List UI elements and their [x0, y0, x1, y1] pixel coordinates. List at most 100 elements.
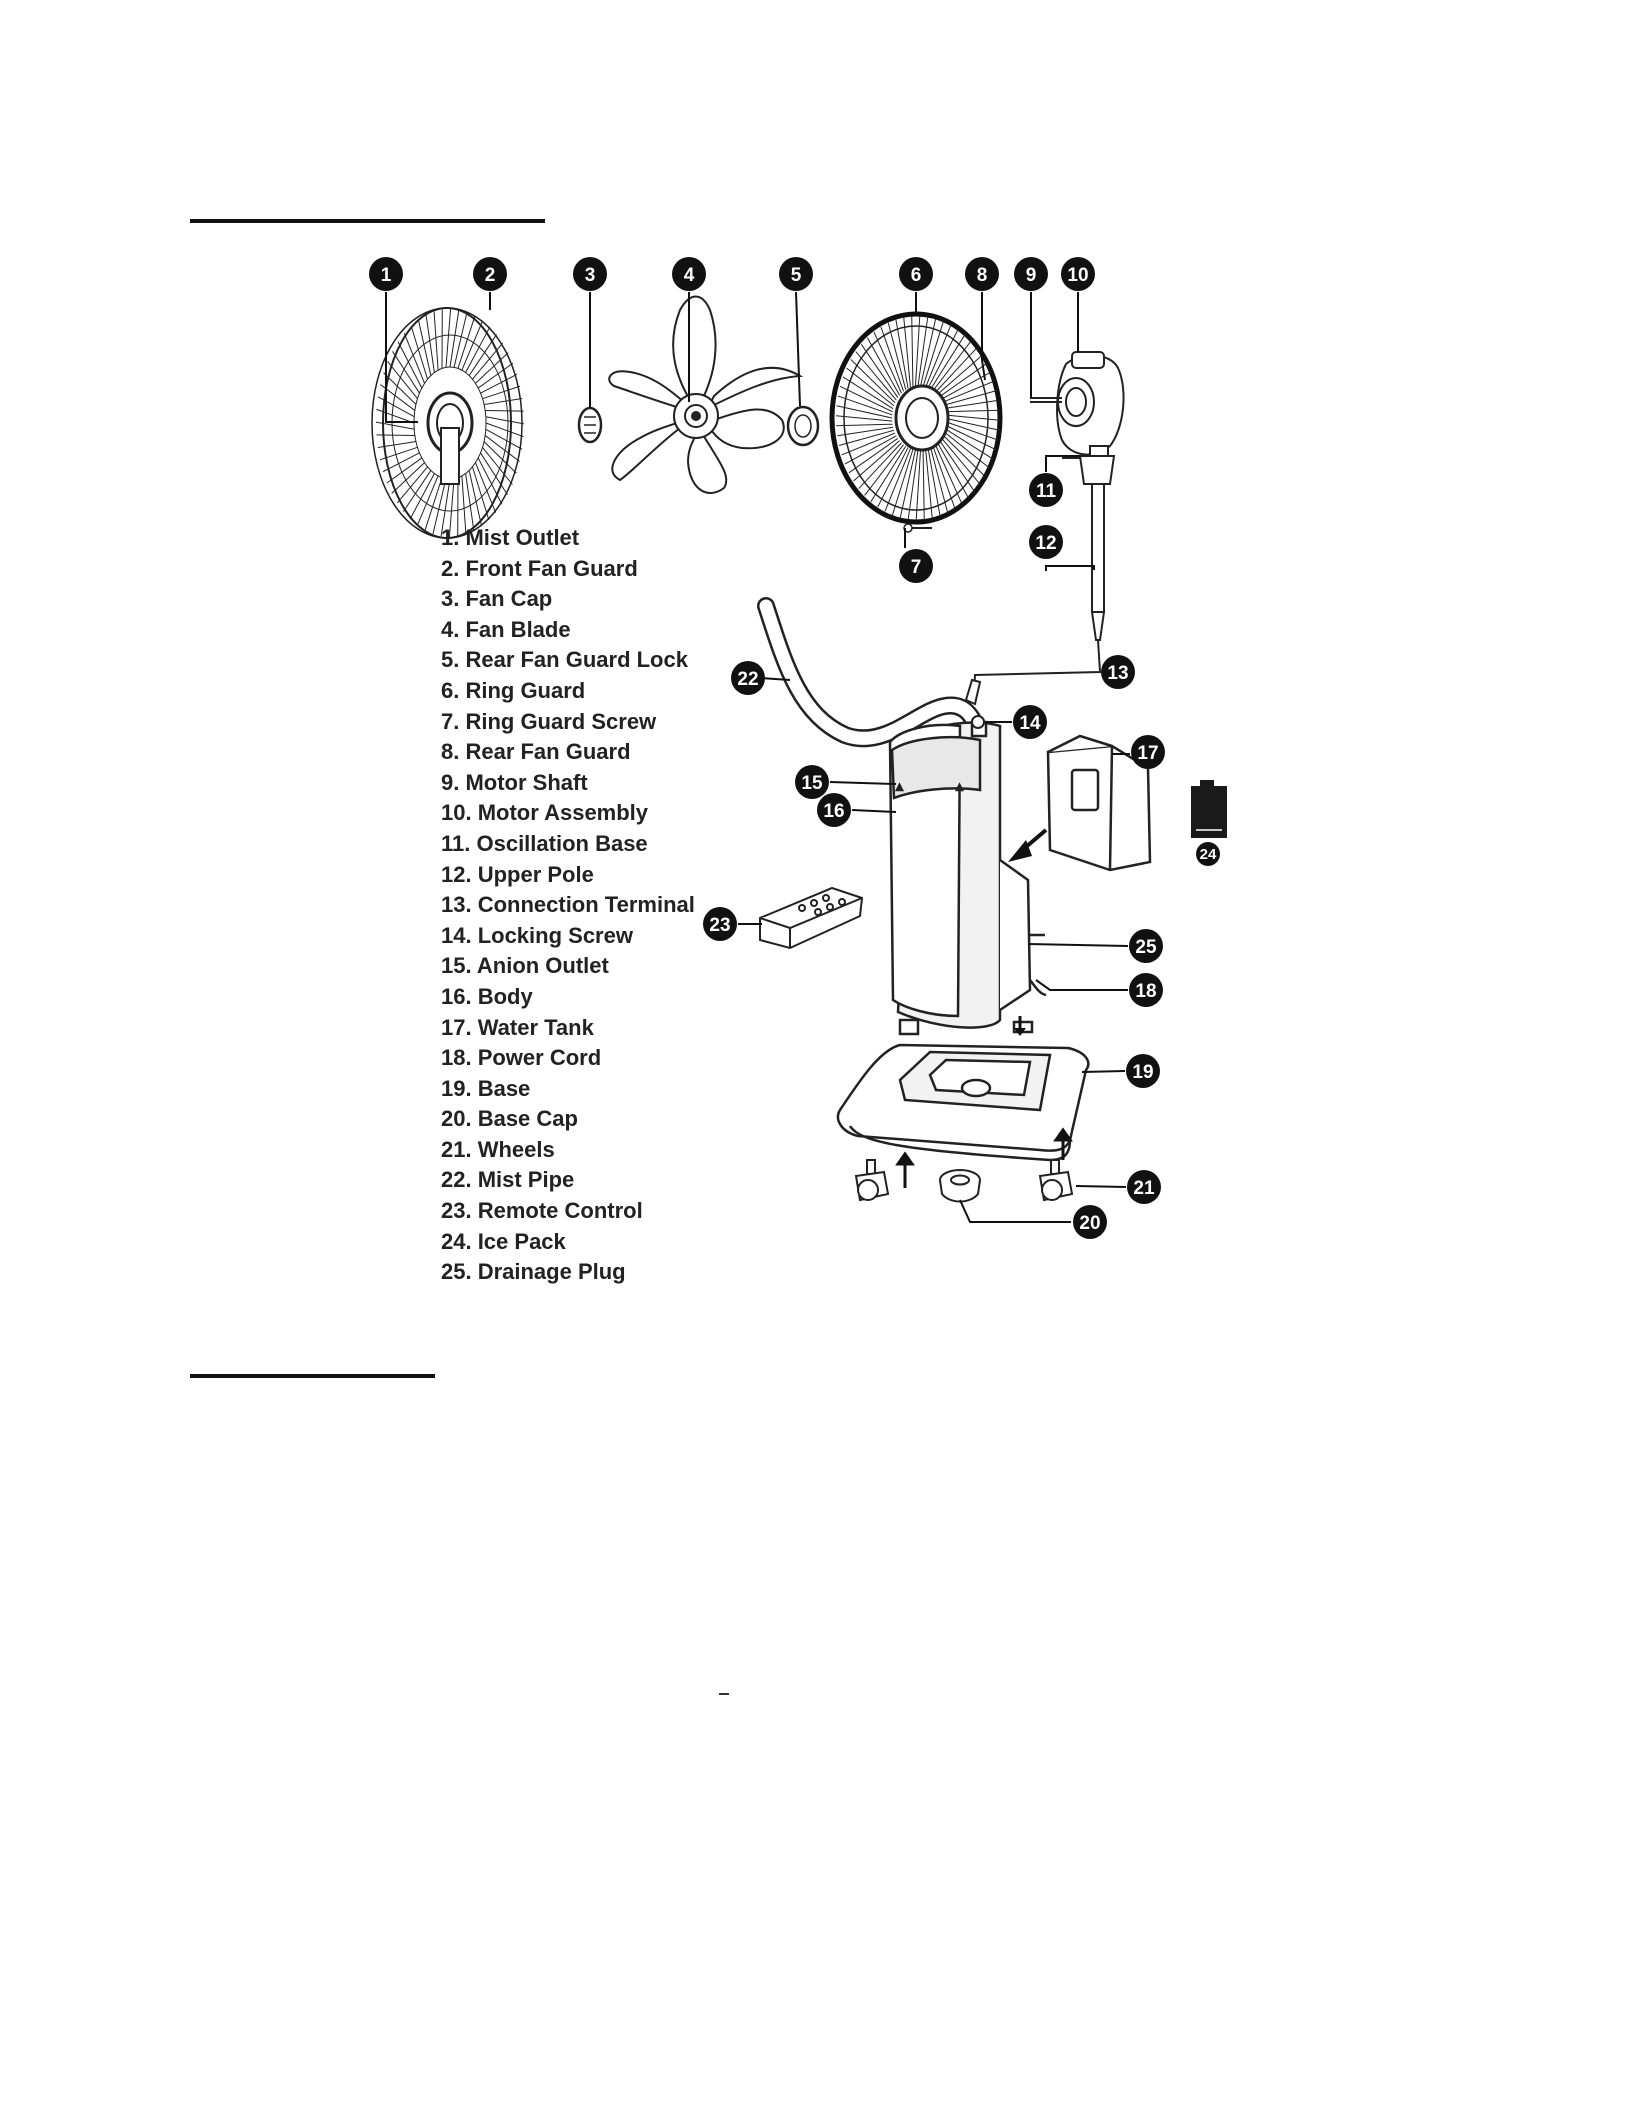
guard-spoke [485, 410, 524, 412]
parts-list-item: 11. Oscillation Base [441, 830, 648, 856]
parts-list-item: 6. Ring Guard [441, 677, 586, 703]
callout-number: 2 [485, 265, 496, 286]
parts-list-item: 12. Upper Pole [441, 861, 594, 887]
guard-spoke [925, 324, 952, 388]
callout-4: 4 [672, 257, 706, 291]
guard-spoke [484, 435, 520, 462]
callout-circle [1029, 473, 1063, 507]
guard-spoke [382, 452, 420, 473]
guard-spoke [870, 445, 907, 502]
guard-spoke [873, 331, 902, 394]
guard-spoke [836, 405, 893, 419]
water-tank-drawing [1046, 734, 1152, 872]
callout-number: 9 [1026, 265, 1037, 286]
guard-spoke [920, 318, 937, 387]
mist-pipe-drawing [757, 597, 987, 748]
callout-16: 16 [817, 793, 851, 827]
section-rule-bottom [190, 1374, 435, 1378]
guard-spoke [939, 371, 992, 401]
guard-spoke [377, 396, 415, 418]
callout-9: 9 [1014, 257, 1048, 291]
guard-spoke [940, 432, 986, 477]
guard-spoke [927, 447, 941, 517]
guard-spoke [922, 449, 925, 520]
guard-spoke [914, 315, 921, 387]
callout-23: 23 [703, 907, 737, 941]
callout-circle [1129, 929, 1163, 963]
guard-spoke [934, 347, 978, 394]
callout-number: 12 [1035, 533, 1056, 554]
guard-spoke [410, 325, 429, 380]
parts-list-item: 14. Locking Screw [441, 922, 633, 948]
callout-11: 11 [1029, 473, 1063, 507]
callout-12: 12 [1029, 525, 1063, 559]
guard-spoke [929, 334, 966, 391]
callout-circle [1131, 735, 1165, 769]
callout-25: 25 [1129, 929, 1163, 963]
callout-circle [369, 257, 403, 291]
callout-circle [1126, 1054, 1160, 1088]
guard-spoke [376, 408, 415, 424]
guard-spoke [932, 340, 972, 392]
parts-list-item: 20. Base Cap [441, 1106, 578, 1132]
callout-circle [573, 257, 607, 291]
callout-circle [1196, 842, 1220, 866]
guard-spoke [942, 399, 999, 410]
parts-list-item: 3. Fan Cap [441, 586, 553, 612]
guard-spoke [468, 470, 483, 527]
guard-spoke [417, 319, 432, 376]
callout-circle [473, 257, 507, 291]
guard-spoke [903, 317, 911, 388]
guard-spoke [403, 333, 426, 384]
guard-spoke [396, 466, 428, 504]
callout-number: 21 [1133, 1178, 1155, 1199]
guard-spoke [461, 475, 467, 535]
callout-circle [1127, 1170, 1161, 1204]
guard-spoke [837, 395, 893, 416]
guard-spoke [448, 478, 455, 538]
ring-guard-screw-drawing [903, 523, 932, 533]
callout-number: 5 [791, 265, 802, 286]
guard-spoke [892, 449, 914, 516]
callout-number: 16 [823, 801, 844, 822]
parts-list-item: 17. Water Tank [441, 1014, 594, 1040]
callout-number: 6 [911, 265, 922, 286]
guard-spoke [842, 376, 894, 410]
callout-number: 1 [381, 265, 392, 286]
guard-spoke [935, 440, 970, 499]
base-down-arrow [1014, 1016, 1026, 1036]
parts-list-item: 23. Remote Control [441, 1198, 643, 1224]
callout-18: 18 [1129, 973, 1163, 1007]
callout-circle [1029, 525, 1063, 559]
guard-spoke [461, 320, 484, 371]
guard-spoke [835, 415, 893, 422]
callout-circle [817, 793, 851, 827]
wheels-drawing [854, 1159, 1074, 1202]
guard-spoke [911, 316, 914, 387]
guard-spoke [377, 441, 417, 448]
callout-5: 5 [779, 257, 813, 291]
front-fan-guard-drawing [371, 307, 525, 539]
guard-spoke [440, 478, 451, 537]
guard-spoke [477, 362, 514, 389]
callout-number: 7 [911, 557, 922, 578]
guard-spoke [837, 426, 894, 437]
parts-list-item: 2. Front Fan Guard [441, 555, 638, 581]
parts-list-item: 1. Mist Outlet [441, 525, 580, 550]
base-cap-drawing [939, 1169, 981, 1203]
motor-assembly-drawing [1030, 351, 1125, 473]
guard-spoke [939, 435, 981, 485]
guard-spoke [432, 478, 447, 535]
guard-spoke [927, 328, 959, 389]
callout-number: 18 [1135, 981, 1156, 1002]
guard-spoke [937, 438, 976, 492]
guard-spoke [925, 448, 933, 519]
callout-number: 20 [1079, 1213, 1100, 1234]
callout-8: 8 [965, 257, 999, 291]
parts-list-item: 13. Connection Terminal [441, 892, 695, 918]
guard-spoke [850, 359, 896, 404]
body-drawing [888, 720, 1047, 1036]
guard-spoke [480, 452, 508, 496]
guard-spoke [477, 457, 503, 505]
guard-spoke [880, 326, 905, 392]
